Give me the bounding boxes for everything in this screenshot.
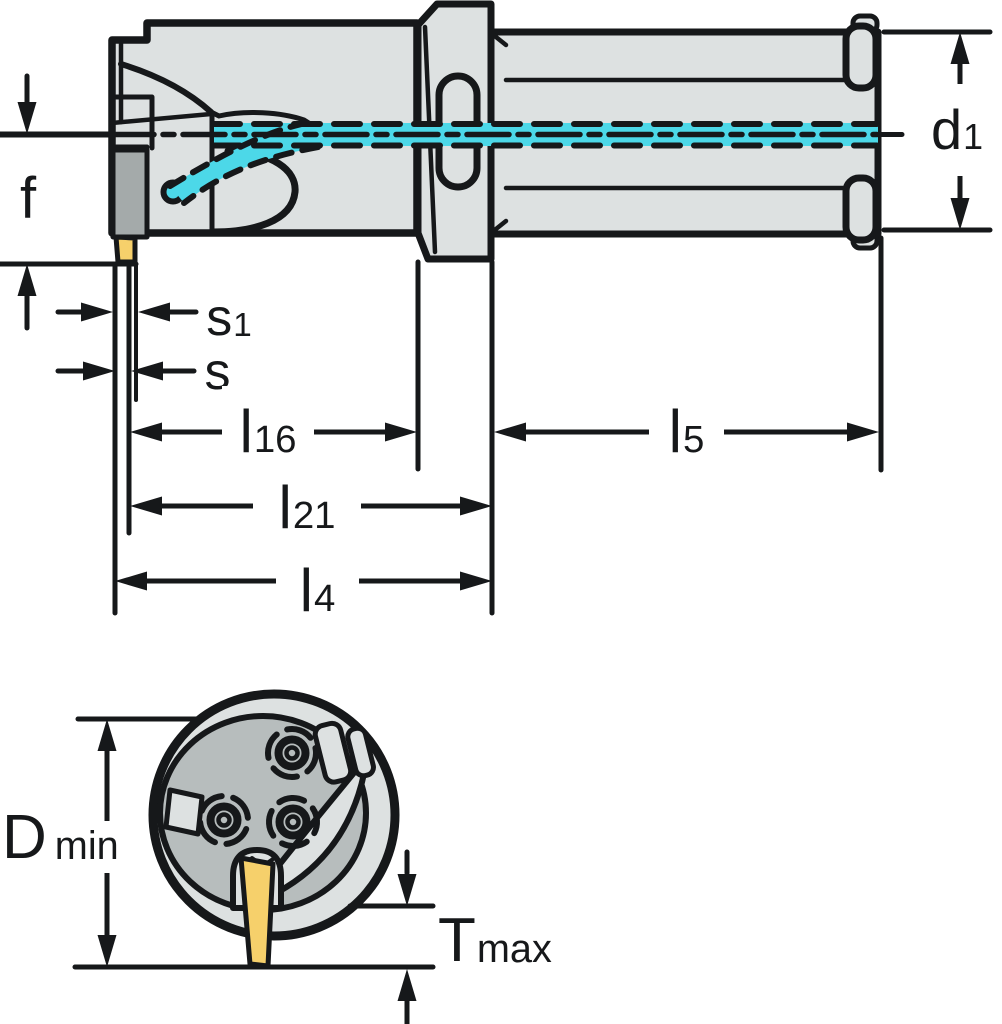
l5-left-arrow (494, 422, 526, 442)
l21-left-arrow (130, 496, 162, 516)
side-dimensions (0, 29, 993, 616)
l16-left-arrow (130, 422, 162, 442)
cutting-insert-side (113, 234, 138, 265)
screw3-arcs (266, 795, 321, 849)
tmax-arrow-down (397, 874, 417, 906)
s1-right-arrow (138, 302, 170, 322)
screw3-ring (275, 804, 311, 840)
coolant-branch-bottom-dashes (181, 144, 321, 206)
screw1-hole (284, 745, 300, 761)
blade-clamp (110, 147, 150, 240)
s-left-arrow (83, 361, 115, 381)
l5-right-arrow (847, 422, 879, 442)
shank-chamfer-lines (488, 30, 509, 236)
shank-groove-bottom (842, 174, 880, 244)
coolant-channel (160, 120, 880, 206)
pocket-ridge-line (208, 109, 318, 130)
l21-right-arrow (460, 496, 492, 516)
dmin-arrow-up (97, 719, 117, 751)
clamp-screw-2 (196, 793, 251, 847)
coolant-branch-top-dashes (167, 120, 309, 189)
blank-label-box (55, 85, 95, 127)
l4-right-arrow (460, 571, 492, 591)
f-arrow-down (17, 102, 37, 134)
s1-left-arrow (81, 302, 113, 322)
chip-flute-curve (118, 61, 214, 115)
label-f: f (0, 157, 57, 240)
screw1-arcs (265, 726, 319, 780)
shank-groove-top (842, 22, 880, 92)
front-pocket-right-slot1 (312, 720, 354, 785)
dmin-arrow-down (97, 935, 117, 967)
screw1-ring (274, 735, 310, 771)
screw2-hole (216, 812, 232, 828)
front-pocket-right (312, 720, 376, 785)
s-right-arrow (131, 361, 163, 381)
f-arrow-up (17, 264, 37, 296)
cutting-insert-front (238, 855, 276, 969)
d1-arrow-down (950, 198, 970, 230)
pocket-top-line (109, 111, 214, 126)
shank-shading-lines (503, 77, 849, 191)
clamp-screw-1 (265, 726, 319, 780)
screw2-ring (206, 802, 242, 838)
clamp-screw-3 (266, 795, 321, 849)
side-view (0, 0, 993, 616)
l16-right-arrow (385, 422, 417, 442)
l4-left-arrow (115, 571, 147, 591)
d1-arrow-up (950, 32, 970, 64)
front-pocket-left (163, 787, 205, 837)
front-view (72, 689, 436, 1024)
screw3-hole (285, 814, 301, 830)
front-pocket-right-slot2 (345, 725, 376, 779)
screw2-arcs (196, 793, 251, 847)
clamp-notch (109, 94, 155, 151)
tmax-arrow-up (397, 969, 417, 1001)
